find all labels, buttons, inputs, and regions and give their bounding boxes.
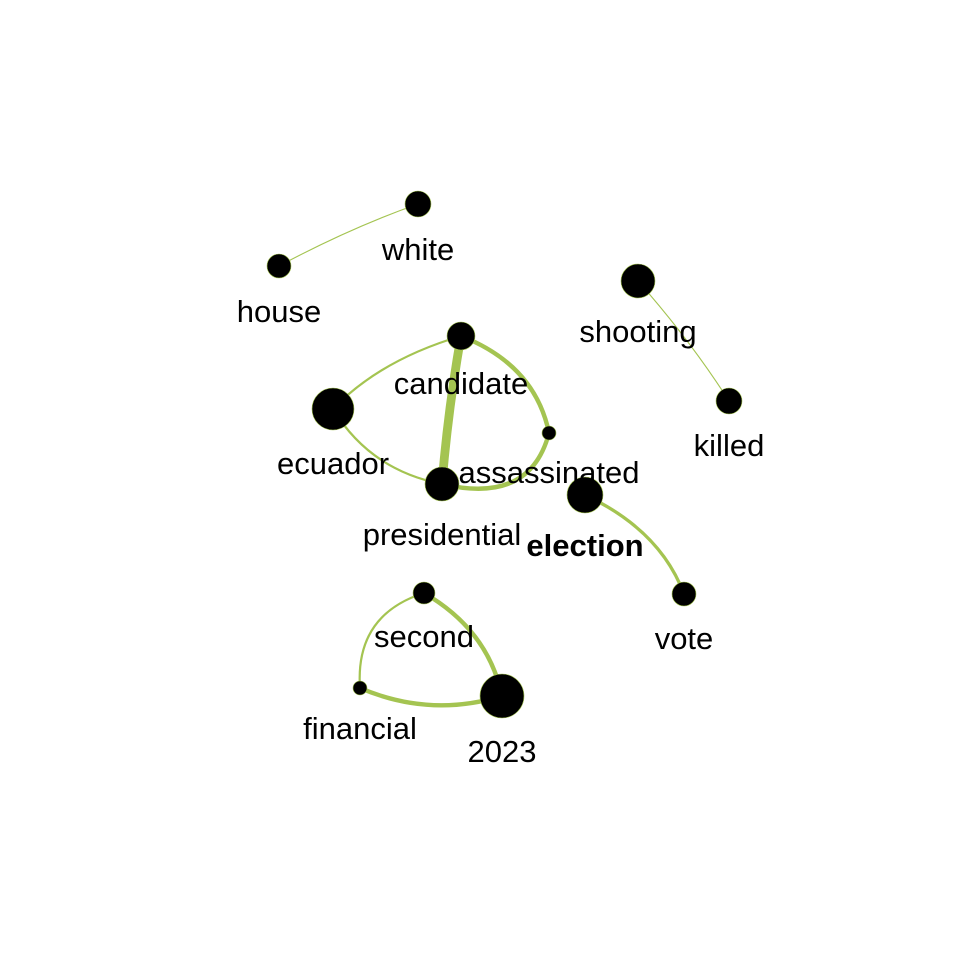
label-election: election bbox=[526, 528, 643, 563]
edge-candidate-assassinated bbox=[458, 333, 552, 436]
node-2023 bbox=[479, 673, 525, 719]
edge-second-financial bbox=[358, 591, 426, 690]
edge-presidential-assassinated bbox=[439, 430, 552, 491]
edge-election-vote bbox=[583, 493, 686, 596]
node-vote bbox=[671, 581, 697, 607]
label-vote: vote bbox=[655, 621, 714, 656]
label-candidate: candidate bbox=[394, 366, 528, 401]
node-candidate bbox=[446, 321, 476, 351]
node-ecuador bbox=[311, 387, 355, 431]
label-2023: 2023 bbox=[468, 734, 537, 769]
label-killed: killed bbox=[694, 428, 765, 463]
node-second bbox=[412, 581, 436, 605]
node-shooting bbox=[620, 263, 656, 299]
labels-layer: white house shooting killed candidate ecuador… bbox=[237, 232, 765, 769]
node-white bbox=[404, 190, 432, 218]
label-presidential: presidential bbox=[363, 517, 522, 552]
nodes-layer bbox=[266, 190, 743, 719]
node-assassinated bbox=[541, 425, 557, 441]
label-white: white bbox=[381, 232, 454, 267]
label-financial: financial bbox=[303, 711, 417, 746]
node-killed bbox=[715, 387, 743, 415]
node-presidential bbox=[424, 466, 460, 502]
label-ecuador: ecuador bbox=[277, 446, 389, 481]
node-house bbox=[266, 253, 292, 279]
label-second: second bbox=[374, 619, 474, 654]
edge-house-white bbox=[278, 203, 419, 267]
label-shooting: shooting bbox=[579, 314, 696, 349]
label-house: house bbox=[237, 294, 321, 329]
label-assassinated: assassinated bbox=[459, 455, 640, 490]
node-financial bbox=[352, 680, 368, 696]
edge-shooting-killed bbox=[637, 280, 730, 402]
node-election bbox=[566, 476, 604, 514]
